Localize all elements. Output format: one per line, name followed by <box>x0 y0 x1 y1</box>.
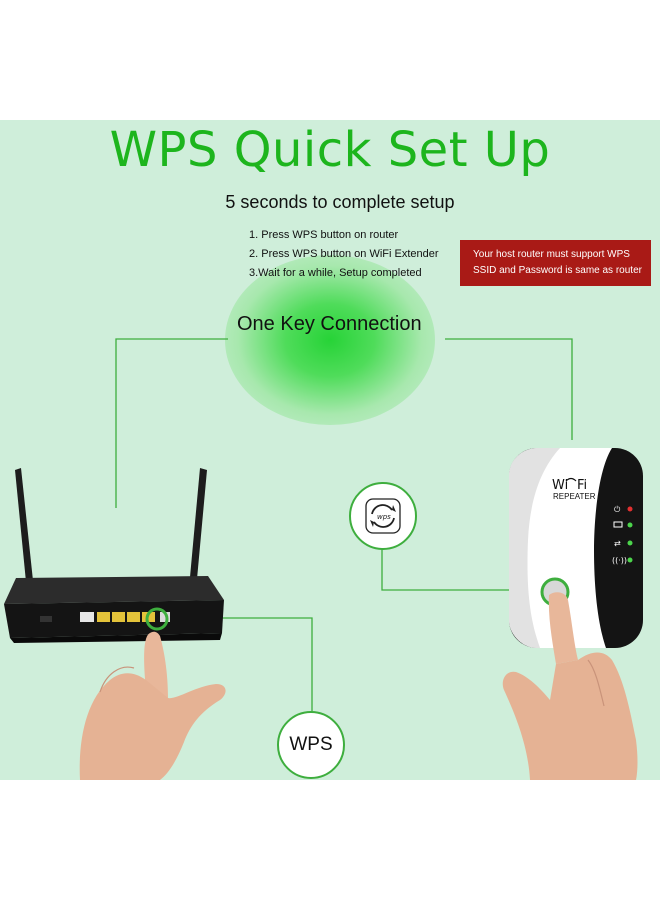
steps-list: 1. Press WPS button on router 2. Press W… <box>249 226 439 283</box>
notice-box: Your host router must support WPS SSID a… <box>460 240 651 286</box>
page-title: WPS Quick Set Up <box>109 122 551 178</box>
wps-badge: WPS <box>277 711 345 779</box>
step-2: 2. Press WPS button on WiFi Extender <box>249 248 439 260</box>
step-1: 1. Press WPS button on router <box>249 229 399 241</box>
wifi-signal-icon: ((·)) <box>612 556 627 565</box>
connection-glow <box>225 255 435 425</box>
step-3: 3.Wait for a while, Setup completed <box>249 267 422 279</box>
repeater-logo-right: Fi <box>577 478 587 493</box>
power-icon: ⏻ <box>614 505 621 514</box>
lan-icon <box>613 521 623 528</box>
repeater-model: REPEATER <box>553 492 596 501</box>
subtitle: 5 seconds to complete setup <box>225 192 455 212</box>
hand-icon <box>502 592 638 780</box>
repeater-image: Wi Fi REPEATER ⏻ ⇄ ((·)) <box>509 448 643 648</box>
router-image <box>4 468 224 643</box>
connection-label: One Key Connection <box>237 313 422 335</box>
hand-icon <box>79 631 226 780</box>
repeater-logo-left: Wi <box>552 478 568 493</box>
notice-line-2: SSID and Password is same as router <box>473 265 642 276</box>
sync-icon: ⇄ <box>614 539 621 548</box>
notice-line-1: Your host router must support WPS <box>473 249 630 260</box>
connector-lines <box>115 338 573 711</box>
svg-text:wps: wps <box>377 513 391 521</box>
wps-icon: wps <box>349 482 417 550</box>
